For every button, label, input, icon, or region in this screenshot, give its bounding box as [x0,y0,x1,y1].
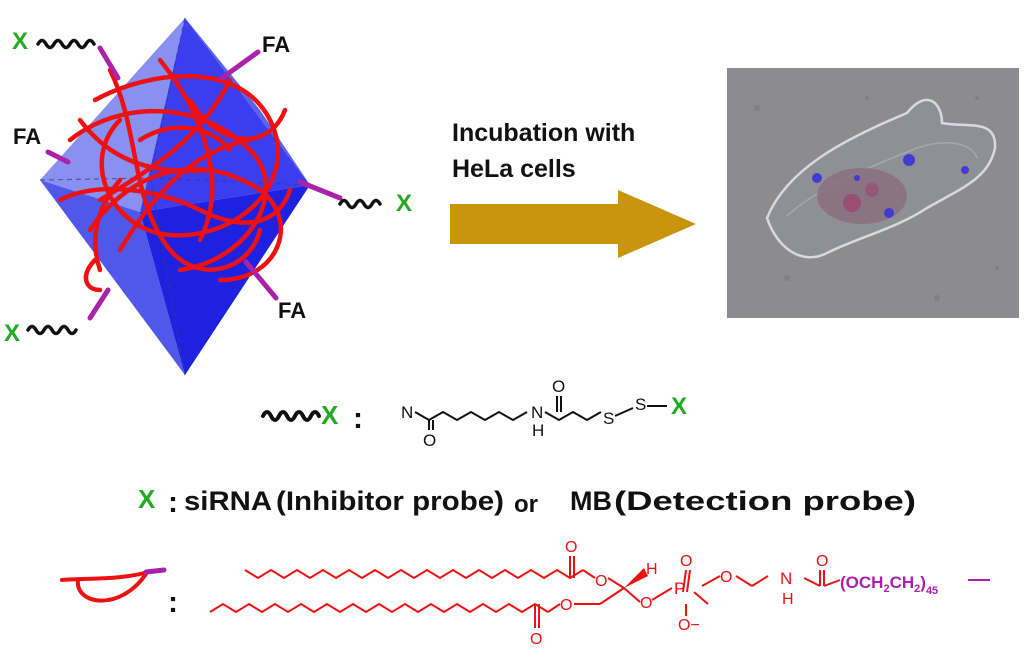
linker-s2: S [635,395,646,414]
xdef-or: or [514,491,538,518]
x-label-bottom-left: X [4,320,21,347]
lipid-legend: : O O H O O O P O O− O N H O (OCH2CH2 [60,539,990,648]
wavy-linkers [26,38,382,336]
lipid-o-p1: O [640,595,652,612]
x-label-right: X [396,190,413,217]
lipid-n: N [780,569,792,588]
xdef-x: X [138,484,156,514]
peg-sub-2a: 2 [883,583,889,595]
linker-n: N [401,403,413,422]
xdef-detection: (Detection probe) [614,486,916,516]
xdef-colon: : [168,486,178,519]
xdef-inhibitor: (Inhibitor probe) [276,486,504,516]
lipid-h: H [646,561,658,578]
linker-o1: O [423,431,436,450]
peg-sub-45: 45 [926,585,938,597]
lipid-peg: (OCH2CH2)45 [840,573,938,597]
lipid-colon: : [168,586,178,619]
incubation-line2: HeLa cells [452,155,576,183]
linker-o2: O [552,377,565,396]
fa-label-bottom: FA [278,298,307,323]
lipid-icon [60,567,167,603]
octahedron-nanoparticle [26,17,382,376]
linker-legend: X : N O N H O S S X [261,377,687,450]
linker-x-end: X [671,393,687,420]
linker-s1: S [603,409,614,428]
lipid-tangle [57,57,293,293]
x-definition: X : siRNA (Inhibitor probe) or MB (Detec… [138,484,916,519]
lipid-o-ester1: O [595,573,607,590]
incubation-text: Incubation with HeLa cells [452,115,635,187]
hela-cell-image [727,68,1019,318]
lipid-o-bottom: O [530,631,542,648]
linker-nh-h: H [532,421,544,440]
octahedron-face-upper-right [140,18,310,212]
x-label-top-left: X [12,28,29,55]
incubation-line1: Incubation with [452,119,636,147]
lipid-o-minus: O− [678,617,700,634]
xdef-sirna: siRNA [184,486,272,516]
fa-label-top: FA [262,32,291,57]
lipid-o-top: O [565,539,577,556]
lipid-p: P [674,579,685,598]
process-arrow [450,190,696,258]
lipid-o-p3: O [720,569,732,586]
peg-open: (OCH [840,573,883,592]
lipid-o-ester2: O [560,597,572,614]
fa-stems [45,45,343,321]
fa-label-left: FA [13,124,42,149]
lipid-nh-h: H [782,591,794,608]
peg-close: ) [920,573,926,592]
peg-sub-2b: 2 [914,583,920,595]
linker-x: X [321,400,339,430]
lipid-o-amide: O [816,553,828,570]
xdef-mb: MB [570,486,612,516]
peg-mid: CH [890,573,915,592]
linker-nh-n: N [531,403,543,422]
lipid-o-p2: O [680,553,692,570]
octahedron-face-upper-left [40,18,185,212]
cell-nucleus [817,168,907,224]
linker-colon: : [353,402,363,435]
octahedron-face-lower-left [40,180,185,375]
